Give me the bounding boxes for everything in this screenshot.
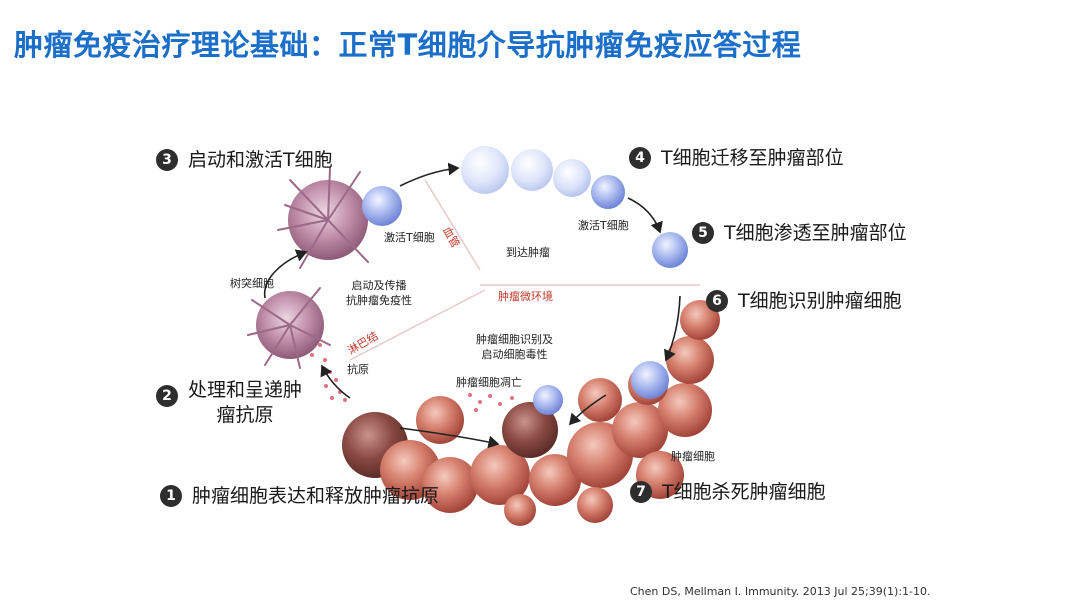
label-tumor-apoptosis: 肿瘤细胞凋亡 xyxy=(456,376,522,389)
arrow-antigen-up xyxy=(320,364,351,399)
step-number-badge: 4 xyxy=(629,147,651,169)
t-cell-killing xyxy=(533,385,563,415)
step-label: 肿瘤细胞表达和释放肿瘤抗原 xyxy=(192,485,440,507)
label-tumor-cell: 肿瘤细胞 xyxy=(671,450,715,463)
step-number-badge: 5 xyxy=(692,222,714,244)
dendritic-cell-bottom xyxy=(247,287,331,369)
arrow-to-recognize xyxy=(664,295,681,362)
step-4: 4 T细胞迁移至肿瘤部位 xyxy=(629,146,844,171)
step-number-badge: 7 xyxy=(630,481,652,503)
step-label: 处理和呈递肿 瘤抗原 xyxy=(188,378,302,428)
step-label: T细胞迁移至肿瘤部位 xyxy=(661,147,844,169)
arrow-dendritic-to-tcell xyxy=(263,249,308,299)
label-dendritic-cell: 树突细胞 xyxy=(230,277,274,290)
t-cell-recognizing xyxy=(631,361,669,399)
label-priming-line-2: 抗肿瘤免疫性 xyxy=(346,294,412,307)
step-3: 3 启动和激活T细胞 xyxy=(156,148,333,173)
t-cell-activated-2 xyxy=(591,175,625,209)
antigen-dots xyxy=(310,343,514,412)
label-activated-t-cell-2: 激活T细胞 xyxy=(578,219,629,232)
label-antigen: 抗原 xyxy=(347,363,369,376)
step-1: 1 肿瘤细胞表达和释放肿瘤抗原 xyxy=(160,484,439,509)
label-recognition-line-2: 启动细胞毒性 xyxy=(481,348,548,361)
arrow-to-infiltrate xyxy=(627,197,663,234)
label-priming: 启动及传播 抗肿瘤免疫性 xyxy=(346,278,412,308)
t-cell-migrating-3 xyxy=(553,159,591,197)
step-label-line-2: 瘤抗原 xyxy=(216,404,274,426)
step-label: T细胞渗透至肿瘤部位 xyxy=(724,222,907,244)
t-cell-migrating-2 xyxy=(511,149,553,191)
step-7: 7 T细胞杀死肿瘤细胞 xyxy=(630,480,826,505)
step-number-badge: 6 xyxy=(706,290,728,312)
divider-line-lymph xyxy=(349,289,486,361)
step-number-badge: 2 xyxy=(156,385,178,407)
dendritic-cell-top xyxy=(277,167,369,269)
divider-line-blood xyxy=(424,179,481,271)
t-cell-migrating-1 xyxy=(461,146,509,194)
step-number-badge: 3 xyxy=(156,149,178,171)
t-cell-activated-1 xyxy=(362,186,402,226)
label-tumor-microenvironment: 肿瘤微环境 xyxy=(498,290,553,303)
arrow-apoptosis xyxy=(399,427,500,449)
label-priming-line-1: 启动及传播 xyxy=(351,279,407,292)
step-6: 6 T细胞识别肿瘤细胞 xyxy=(706,289,902,314)
tumor-mass xyxy=(342,300,720,526)
step-label: T细胞杀死肿瘤细胞 xyxy=(662,481,826,503)
step-label: 启动和激活T细胞 xyxy=(188,149,333,171)
label-recognition: 肿瘤细胞识别及 启动细胞毒性 xyxy=(476,332,553,362)
step-label-line-1: 处理和呈递肿 xyxy=(188,379,303,401)
arrow-tcell-to-blood xyxy=(399,162,460,187)
label-activated-t-cell: 激活T细胞 xyxy=(384,231,435,244)
citation: Chen DS, Mellman I. Immunity. 2013 Jul 2… xyxy=(630,585,931,598)
label-recognition-line-1: 肿瘤细胞识别及 xyxy=(476,333,553,346)
step-2: 2 处理和呈递肿 瘤抗原 xyxy=(156,378,302,428)
page-title: 肿瘤免疫治疗理论基础：正常T细胞介导抗肿瘤免疫应答过程 xyxy=(14,28,802,62)
step-5: 5 T细胞渗透至肿瘤部位 xyxy=(692,221,907,246)
step-label: T细胞识别肿瘤细胞 xyxy=(738,290,902,312)
arrow-to-kill xyxy=(568,394,607,426)
t-cell-infiltrating xyxy=(652,232,688,268)
step-number-badge: 1 xyxy=(160,485,182,507)
label-arrive-tumor: 到达肿瘤 xyxy=(506,246,550,259)
